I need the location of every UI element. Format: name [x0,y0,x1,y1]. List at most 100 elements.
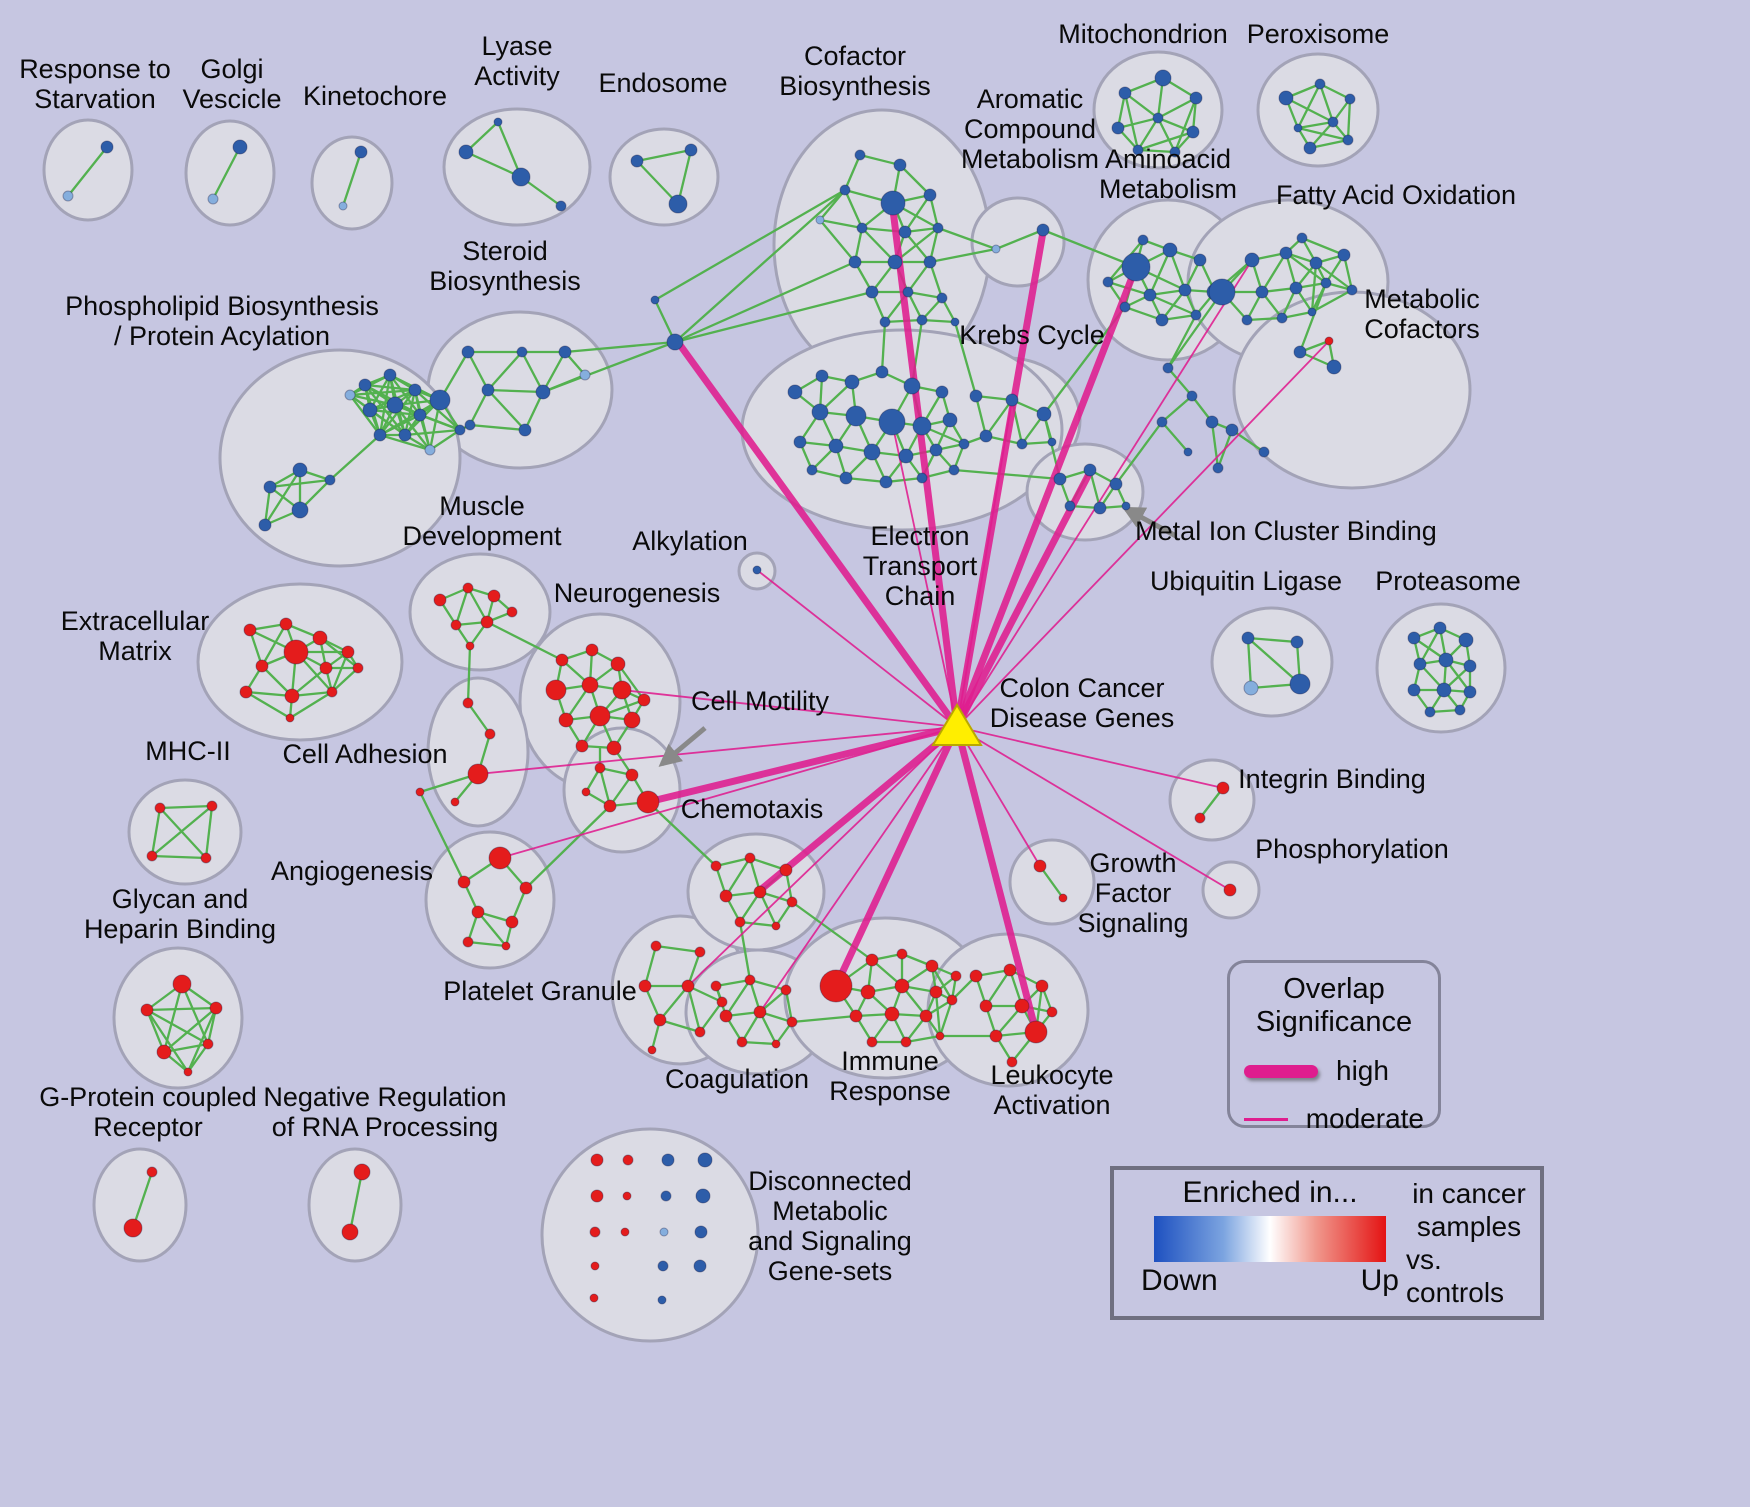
geneset-node[interactable] [638,979,652,993]
geneset-node[interactable] [710,980,722,992]
geneset-node[interactable] [408,383,422,397]
geneset-node[interactable] [255,659,269,673]
geneset-node[interactable] [1178,283,1192,297]
geneset-node[interactable] [1064,500,1076,512]
geneset-node[interactable] [637,693,651,707]
geneset-node[interactable] [1241,631,1255,645]
geneset-node[interactable] [1255,285,1269,299]
geneset-node[interactable] [200,852,212,864]
geneset-node[interactable] [929,443,943,457]
geneset-node[interactable] [969,969,983,983]
geneset-node[interactable] [373,428,387,442]
geneset-node[interactable] [454,424,466,436]
geneset-node[interactable] [1438,652,1454,668]
geneset-node[interactable] [1137,234,1149,246]
geneset-node[interactable] [878,408,906,436]
geneset-node[interactable] [653,1013,667,1027]
geneset-node[interactable] [752,565,762,575]
geneset-node[interactable] [925,959,939,973]
geneset-node[interactable] [558,345,572,359]
geneset-node[interactable] [415,787,425,797]
geneset-node[interactable] [623,711,641,729]
geneset-node[interactable] [1320,277,1332,289]
geneset-node[interactable] [353,1163,371,1181]
geneset-node[interactable] [1152,112,1164,124]
geneset-node[interactable] [450,619,462,631]
geneset-node[interactable] [484,728,496,740]
geneset-node[interactable] [354,145,368,159]
geneset-node[interactable] [650,295,660,305]
geneset-node[interactable] [900,1036,912,1048]
geneset-node[interactable] [719,1009,733,1023]
geneset-node[interactable] [1424,706,1436,718]
geneset-node[interactable] [948,464,960,476]
geneset-node[interactable] [603,799,617,813]
geneset-node[interactable] [1223,883,1237,897]
geneset-node[interactable] [865,285,879,299]
geneset-node[interactable] [1047,437,1057,447]
geneset-node[interactable] [462,697,474,709]
geneset-node[interactable] [780,984,792,996]
geneset-node[interactable] [1033,859,1047,873]
geneset-node[interactable] [650,940,662,952]
geneset-node[interactable] [736,1036,748,1048]
geneset-node[interactable] [1407,631,1421,645]
geneset-node[interactable] [516,346,528,358]
geneset-node[interactable] [912,416,932,436]
geneset-node[interactable] [1216,781,1230,795]
geneset-node[interactable] [622,1154,634,1166]
geneset-node[interactable] [62,190,74,202]
geneset-node[interactable] [793,435,807,449]
geneset-node[interactable] [1003,963,1017,977]
geneset-node[interactable] [338,201,348,211]
geneset-node[interactable] [1225,423,1239,437]
geneset-node[interactable] [352,662,364,674]
geneset-node[interactable] [545,679,567,701]
geneset-node[interactable] [753,885,767,899]
geneset-node[interactable] [610,656,626,672]
geneset-node[interactable] [771,1039,781,1049]
geneset-node[interactable] [716,996,728,1008]
geneset-node[interactable] [1016,438,1028,450]
geneset-node[interactable] [1186,125,1200,139]
geneset-node[interactable] [860,984,876,1000]
geneset-node[interactable] [457,875,471,889]
geneset-node[interactable] [1296,232,1308,244]
geneset-node[interactable] [1309,256,1323,270]
geneset-node[interactable] [1183,447,1193,457]
colon-cancer-disease-genes-triangle[interactable] [931,703,983,746]
geneset-node[interactable] [719,889,733,903]
geneset-node[interactable] [1337,248,1351,262]
geneset-node[interactable] [916,314,928,326]
geneset-node[interactable] [1463,685,1477,699]
geneset-node[interactable] [535,384,551,400]
geneset-node[interactable] [283,639,309,665]
geneset-node[interactable] [100,140,114,154]
geneset-node[interactable] [1276,312,1288,324]
geneset-node[interactable] [471,905,485,919]
geneset-node[interactable] [1186,390,1198,402]
geneset-node[interactable] [694,1026,706,1038]
geneset-node[interactable] [1046,1006,1058,1018]
geneset-node[interactable] [1102,276,1114,288]
geneset-node[interactable] [668,194,688,214]
geneset-node[interactable] [684,143,698,157]
geneset-node[interactable] [815,215,825,225]
geneset-node[interactable] [501,941,511,951]
geneset-node[interactable] [1036,406,1052,422]
geneset-node[interactable] [697,1152,713,1168]
geneset-node[interactable] [589,705,611,727]
geneset-node[interactable] [429,389,451,411]
geneset-node[interactable] [887,254,903,270]
geneset-node[interactable] [344,389,356,401]
geneset-node[interactable] [1241,314,1253,326]
geneset-node[interactable] [1083,463,1097,477]
geneset-node[interactable] [1278,90,1294,106]
geneset-node[interactable] [647,1045,657,1055]
geneset-node[interactable] [815,369,829,383]
geneset-node[interactable] [207,193,219,205]
geneset-node[interactable] [493,117,503,127]
geneset-node[interactable] [1344,93,1356,105]
geneset-node[interactable] [880,190,906,216]
geneset-node[interactable] [383,368,397,382]
